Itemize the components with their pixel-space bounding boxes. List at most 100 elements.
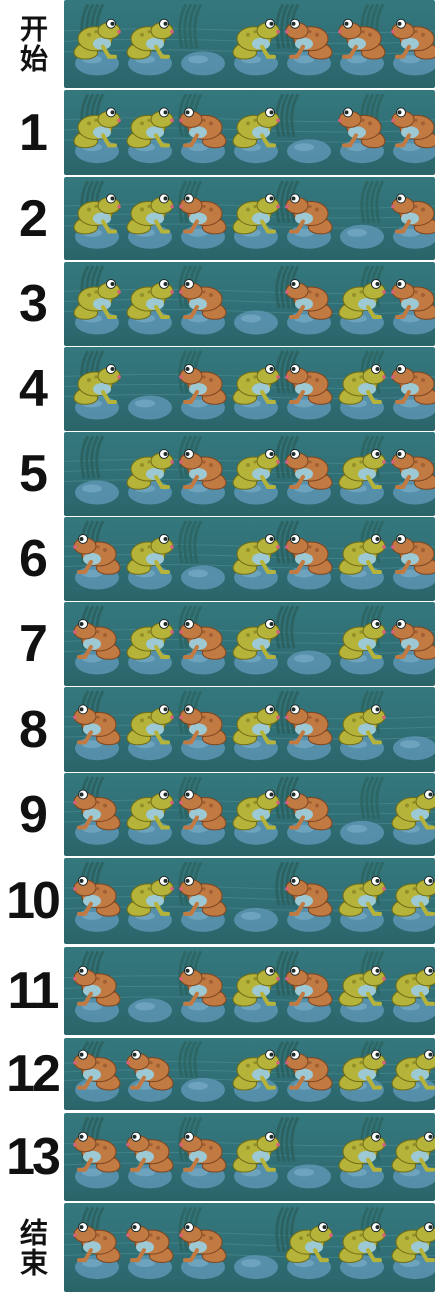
pond-scene <box>64 773 435 856</box>
yellow-frog[interactable] <box>233 619 280 659</box>
stone-slot[interactable] <box>391 364 435 419</box>
stone-slot[interactable] <box>73 1132 120 1188</box>
step-label: 2 <box>0 177 64 260</box>
stone-slot[interactable] <box>391 19 435 75</box>
stone <box>287 650 331 674</box>
stone-slot[interactable] <box>285 966 332 1022</box>
stone-slot[interactable] <box>234 908 278 932</box>
stone-slot[interactable] <box>127 19 174 75</box>
pond-scene <box>64 687 435 772</box>
pond-svg <box>64 947 435 1035</box>
stone-slot[interactable] <box>391 194 435 249</box>
pond-scene <box>64 90 435 175</box>
stone-slot[interactable] <box>181 1078 225 1102</box>
yellow-frog[interactable] <box>392 876 435 916</box>
stone-slot[interactable] <box>233 1132 280 1188</box>
stone-slot[interactable] <box>233 19 280 75</box>
stone-slot[interactable] <box>127 619 174 674</box>
step-label: 12 <box>0 1038 64 1110</box>
stone-slot[interactable] <box>287 1164 331 1188</box>
stone-slot[interactable] <box>391 279 435 334</box>
step-label: 7 <box>0 602 64 686</box>
stone <box>393 736 435 760</box>
stone-slot[interactable] <box>127 108 174 163</box>
yellow-frog[interactable] <box>233 705 280 745</box>
yellow-frog[interactable] <box>233 194 280 234</box>
stone-slot[interactable] <box>73 534 120 589</box>
stone-slot[interactable] <box>392 876 435 932</box>
stone-slot[interactable] <box>127 279 174 334</box>
stone-slot[interactable] <box>233 790 280 845</box>
yellow-frog[interactable] <box>233 364 280 404</box>
stone-slot[interactable] <box>391 534 435 589</box>
stone-slot[interactable] <box>391 108 435 163</box>
yellow-frog[interactable] <box>233 534 280 574</box>
stone-slot[interactable] <box>73 790 120 845</box>
yellow-frog[interactable] <box>233 790 280 830</box>
stone-slot[interactable] <box>126 1223 173 1279</box>
stone-slot[interactable] <box>73 966 120 1022</box>
stone-slot[interactable] <box>126 1050 173 1102</box>
stone-slot[interactable] <box>128 395 172 419</box>
stone-slot[interactable] <box>75 480 119 504</box>
stone-slot[interactable] <box>181 51 225 75</box>
stone-slot[interactable] <box>127 534 174 589</box>
stone-slot[interactable] <box>73 1223 120 1279</box>
step-row: 1 <box>0 90 435 175</box>
stone <box>181 51 225 75</box>
stone-slot[interactable] <box>73 619 120 674</box>
pond-scene <box>64 1113 435 1201</box>
stone-slot[interactable] <box>233 194 280 249</box>
yellow-frog[interactable] <box>233 108 280 148</box>
stone-slot[interactable] <box>340 225 384 249</box>
pond-scene <box>64 1038 435 1110</box>
stone-slot[interactable] <box>393 736 435 760</box>
stone-slot[interactable] <box>234 310 278 334</box>
pond-svg <box>64 858 435 944</box>
stone-slot[interactable] <box>340 821 384 845</box>
pond-scene <box>64 347 435 431</box>
step-row: 12 <box>0 1038 435 1110</box>
pond-svg <box>64 517 435 601</box>
stone-slot[interactable] <box>392 1223 435 1279</box>
stone-slot[interactable] <box>233 1050 280 1102</box>
step-row: 结束 <box>0 1203 435 1292</box>
stone-slot[interactable] <box>127 790 174 845</box>
stone-slot[interactable] <box>392 1132 435 1188</box>
stone-slot[interactable] <box>287 650 331 674</box>
stone-slot[interactable] <box>285 19 332 75</box>
step-label: 6 <box>0 517 64 601</box>
stone-slot[interactable] <box>127 876 174 932</box>
stone-slot[interactable] <box>73 705 120 760</box>
stone-slot[interactable] <box>127 194 174 249</box>
yellow-frog[interactable] <box>233 449 280 489</box>
stone-slot[interactable] <box>391 449 435 504</box>
stone-slot[interactable] <box>233 705 280 760</box>
stone-slot[interactable] <box>392 966 435 1022</box>
stone-slot[interactable] <box>234 1255 278 1279</box>
step-label: 11 <box>0 947 64 1035</box>
stone-slot[interactable] <box>181 565 225 589</box>
pond-scene <box>64 602 435 686</box>
stone-slot[interactable] <box>233 449 280 504</box>
yellow-frog[interactable] <box>392 966 435 1006</box>
yellow-frog[interactable] <box>392 1132 435 1172</box>
stone <box>181 1078 225 1102</box>
yellow-frog[interactable] <box>392 1223 435 1263</box>
stone-slot[interactable] <box>233 966 280 1022</box>
stone-slot[interactable] <box>73 1050 120 1102</box>
stone-slot[interactable] <box>233 364 280 419</box>
stone-slot[interactable] <box>233 619 280 674</box>
stone-slot[interactable] <box>126 1132 173 1188</box>
stone-slot[interactable] <box>233 108 280 163</box>
stone-slot[interactable] <box>391 619 435 674</box>
stone-slot[interactable] <box>73 876 120 932</box>
stone-slot[interactable] <box>127 449 174 504</box>
stone-slot[interactable] <box>128 998 172 1022</box>
stone-slot[interactable] <box>233 534 280 589</box>
stone-slot[interactable] <box>287 139 331 163</box>
stone-slot[interactable] <box>392 790 435 845</box>
stone <box>287 1164 331 1188</box>
stone-slot[interactable] <box>392 1050 435 1102</box>
stone-slot[interactable] <box>127 705 174 760</box>
